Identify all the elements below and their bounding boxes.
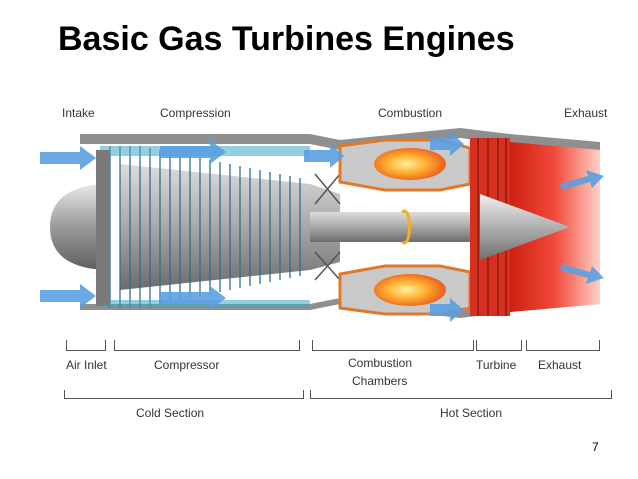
bracket-turbine bbox=[476, 340, 522, 351]
label-combustion-chambers-line2: Chambers bbox=[352, 374, 408, 388]
bracket-air-inlet bbox=[66, 340, 106, 351]
label-compression: Compression bbox=[160, 106, 231, 120]
label-compressor: Compressor bbox=[154, 358, 220, 372]
label-intake: Intake bbox=[62, 106, 95, 120]
label-hot-section: Hot Section bbox=[440, 406, 503, 420]
label-turbine: Turbine bbox=[476, 358, 517, 372]
bracket-cold-section bbox=[64, 390, 304, 399]
slide-title: Basic Gas Turbines Engines bbox=[58, 20, 515, 58]
label-exhaust-bottom: Exhaust bbox=[538, 358, 582, 372]
bracket-compressor bbox=[114, 340, 300, 351]
label-exhaust-top: Exhaust bbox=[564, 106, 608, 120]
label-combustion: Combustion bbox=[378, 106, 443, 120]
label-combustion-chambers-line1: Combustion bbox=[348, 356, 413, 370]
bracket-combustion-chambers bbox=[312, 340, 474, 351]
label-air-inlet: Air Inlet bbox=[66, 358, 107, 372]
engine-cutaway-diagram bbox=[40, 128, 604, 322]
page-number: 7 bbox=[592, 440, 599, 454]
bracket-hot-section bbox=[310, 390, 612, 399]
bracket-exhaust bbox=[526, 340, 600, 351]
label-cold-section: Cold Section bbox=[136, 406, 205, 420]
